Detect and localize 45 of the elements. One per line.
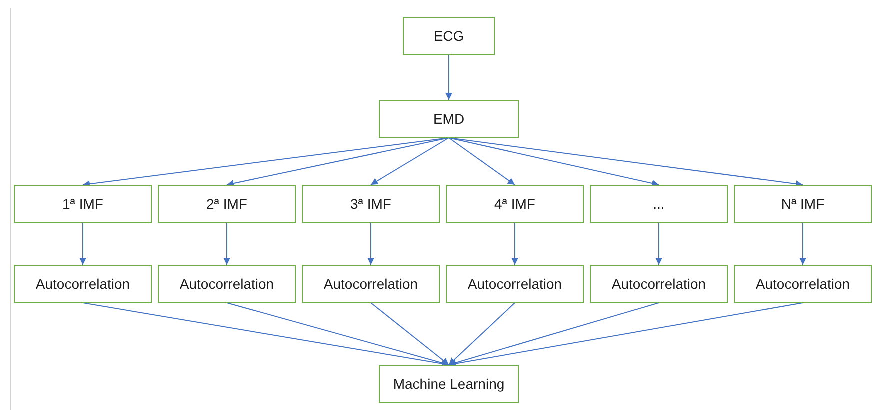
arrow	[370, 138, 450, 186]
arrow	[448, 138, 804, 188]
box-label: EMD	[433, 110, 465, 128]
process-box	[14, 185, 152, 223]
box-label: Autocorrelation	[36, 274, 130, 294]
box-label: Autocorrelation	[612, 274, 706, 294]
process-box	[446, 185, 584, 223]
arrow	[512, 222, 518, 266]
arrow	[226, 138, 450, 187]
process-box	[590, 185, 728, 223]
box-label: ...	[653, 194, 665, 214]
arrow	[446, 54, 452, 100]
process-box	[403, 17, 495, 55]
process-box	[734, 265, 872, 303]
arrow	[368, 222, 374, 266]
process-box	[14, 265, 152, 303]
arrow	[656, 222, 662, 266]
box-label: Autocorrelation	[180, 274, 274, 294]
box-label: Nª IMF	[781, 194, 825, 214]
arrow	[448, 138, 660, 187]
process-box	[158, 185, 296, 223]
process-box	[379, 100, 519, 138]
box-label: 2ª IMF	[206, 194, 248, 214]
arrow	[448, 138, 516, 186]
box-label: ECG	[434, 26, 464, 46]
box-label: 3ª IMF	[350, 194, 392, 214]
process-box	[446, 265, 584, 303]
box-label: Autocorrelation	[468, 274, 562, 294]
process-box	[302, 185, 440, 223]
box-label: Machine Learning	[393, 374, 505, 394]
arrow	[800, 222, 806, 266]
arrow	[370, 302, 450, 366]
arrow	[448, 302, 516, 366]
process-box	[302, 265, 440, 303]
box-label: Autocorrelation	[756, 274, 850, 294]
box-label: 4ª IMF	[494, 194, 536, 214]
box-label: 1ª IMF	[62, 194, 104, 214]
box-label: Autocorrelation	[324, 274, 418, 294]
arrow	[80, 222, 86, 266]
arrow	[224, 222, 230, 266]
process-box	[379, 365, 519, 403]
process-box	[158, 265, 296, 303]
process-box	[590, 265, 728, 303]
process-box	[734, 185, 872, 223]
arrow	[226, 302, 450, 366]
